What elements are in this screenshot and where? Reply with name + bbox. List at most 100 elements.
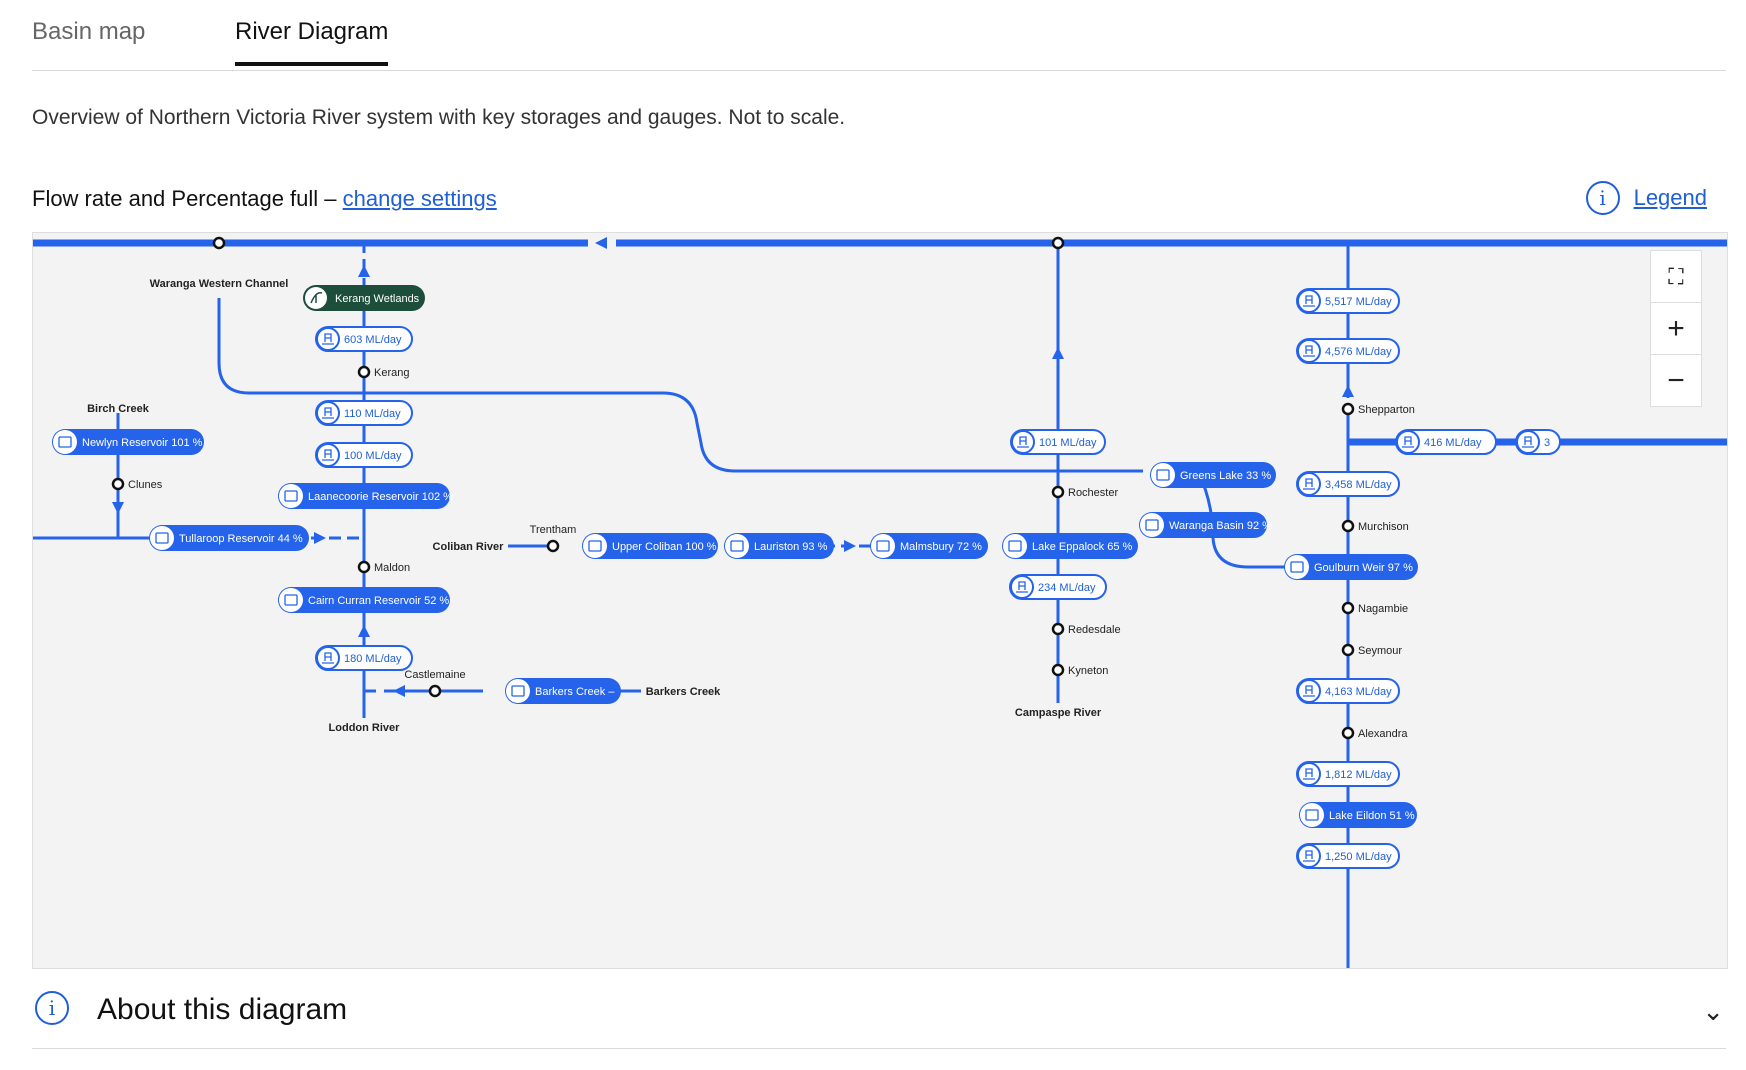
storage-icon [284,490,298,502]
storage-icon [1008,540,1022,552]
legend-label: Legend [1633,185,1707,210]
town-node [111,477,125,491]
tab-river-diagram[interactable]: River Diagram [235,18,389,66]
flow-arrow [314,532,326,544]
storage-pill [724,533,834,559]
storage-label: Cairn Curran Reservoir 52 % [308,595,449,607]
info-icon: i [1585,181,1620,215]
storage-icon [1305,809,1319,821]
gauge-label: 234 ML/day [1038,582,1096,594]
gauge-icon-bg [1516,430,1540,454]
storage-icon-bg [583,534,607,558]
gauge-icon [1017,436,1029,448]
zoom-in-button[interactable]: + [1651,303,1701,355]
gauge-label: 1,250 ML/day [1325,851,1392,863]
river-label: Coliban River [433,541,505,553]
change-settings-link[interactable]: change settings [342,186,497,211]
gauge-icon [1522,436,1534,448]
fullscreen-button[interactable]: ⛶ [1651,251,1701,303]
storage-icon [1290,561,1304,573]
storage-label: Newlyn Reservoir 101 % [82,437,203,449]
flow-arrow [595,237,607,249]
storage-icon-bg [1300,803,1324,827]
town-node [1051,663,1065,677]
storage-icon [1156,469,1170,481]
town-label: Rochester [1068,487,1118,499]
flow-arrow [1052,347,1064,359]
town-label: Clunes [128,479,163,491]
gauge-label: 4,576 ML/day [1325,346,1392,358]
storage-icon-bg [506,679,530,703]
zoom-out-button[interactable]: − [1667,363,1685,397]
settings-line: Flow rate and Percentage full – change s… [32,186,497,212]
gauge-icon [1303,685,1315,697]
gauge-label: 110 ML/day [344,408,401,420]
gauge-icon [1303,768,1315,780]
storage-icon-bg [871,534,895,558]
gauge-label: 603 ML/day [344,334,402,346]
storage-icon [588,540,602,552]
gauge-icon [1402,436,1414,448]
gauge-label: 3,458 ML/day [1325,479,1392,491]
storage-icon-bg [53,430,77,454]
storage-icon [155,532,169,544]
storage-icon-bg [279,484,303,508]
river-network: Swan HillEchucaKerangClunesMaldonCastlem… [33,233,1727,968]
town-node [1341,601,1355,615]
town-node [1341,519,1355,533]
gauge-icon [322,407,334,419]
storage-icon [511,685,525,697]
gauge-icon-bg [1011,430,1035,454]
town-node [1341,726,1355,740]
flow-arrow [358,625,370,637]
storage-pill [1150,462,1276,488]
river-diagram[interactable]: Swan HillEchucaKerangClunesMaldonCastlem… [32,232,1728,969]
river-label: Loddon River [329,722,401,734]
storage-label: Goulburn Weir 97 % [1314,562,1413,574]
storage-icon-bg [1285,555,1309,579]
storage-pill [582,533,718,559]
diagram-description: Overview of Northern Victoria River syst… [32,106,846,129]
storage-label: Tullaroop Reservoir 44 % [179,533,303,545]
storage-icon-bg [1003,534,1027,558]
storage-pill [870,533,988,559]
town-label: Redesdale [1068,624,1121,636]
storage-label: Malmsbury 72 % [900,541,982,553]
wetland-pill [303,285,425,311]
town-label: Nagambie [1358,603,1408,615]
town-node [1051,236,1065,250]
gauge-icon-bg [316,401,340,425]
storage-icon-bg [1140,513,1164,537]
about-title: About this diagram [97,993,348,1026]
town-label: Kerang [374,367,409,379]
flow-arrow [1342,385,1354,397]
gauge-icon-bg [1297,472,1321,496]
storage-label: Waranga Basin 92 % [1169,520,1272,532]
storage-label: Lake Eildon 51 % [1329,810,1415,822]
legend-button[interactable]: i Legend [1585,181,1707,215]
gauge-icon-bg [316,443,340,467]
gauge-icon [322,652,334,664]
chevron-down-icon[interactable]: ⌄ [1702,996,1724,1026]
river-label: Campaspe River [1015,707,1102,719]
town-label: Trentham [530,524,577,536]
storage-icon-bg [1151,463,1175,487]
town-label: Alexandra [1358,728,1408,740]
town-node [1051,622,1065,636]
town-node [546,539,560,553]
tab-bar: Basin map River Diagram [32,0,1726,71]
storage-label: Laanecoorie Reservoir 102 % [308,491,453,503]
storage-icon [1145,519,1159,531]
storage-icon [284,594,298,606]
gauge-icon [322,449,334,461]
storage-label: Lake Eppalock 65 % [1032,541,1133,553]
town-label: Murchison [1358,521,1409,533]
river-label: Birch Creek [87,403,150,415]
about-section[interactable]: i About this diagram ⌄ [32,960,1726,1049]
gauge-icon [1303,295,1315,307]
gauge-icon [322,333,334,345]
gauge-icon-bg [1010,575,1034,599]
storage-pill [1299,802,1417,828]
tab-basin-map[interactable]: Basin map [32,18,146,45]
storage-icon [58,436,72,448]
